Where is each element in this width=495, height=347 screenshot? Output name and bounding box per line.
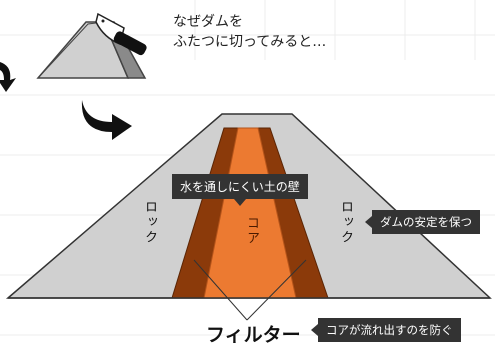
filter-description-callout: コアが流れ出すのを防ぐ [311,318,461,342]
intro-note-line2: ふたつに切ってみると… [173,34,327,50]
small-dam-icon [36,21,147,79]
rock-description-callout: ダムの安定を保つ [365,210,480,234]
curved-arrow-icon [81,100,132,140]
core-label: コア [244,216,259,246]
rock-label-right: ロック [338,200,353,245]
intro-note-line1: なぜダムを [173,14,243,30]
filter-pointer-lines [193,259,307,321]
intro-note: なぜダムを ふたつに切ってみると… [173,12,326,52]
filter-label: フィルター [206,324,301,346]
knife-icon [95,12,147,56]
core-description-callout: 水を通しにくい土の壁 [172,174,308,206]
main-dam [5,113,492,299]
rock-label-left: ロック [142,200,157,245]
curved-arrow-icon [0,62,16,92]
